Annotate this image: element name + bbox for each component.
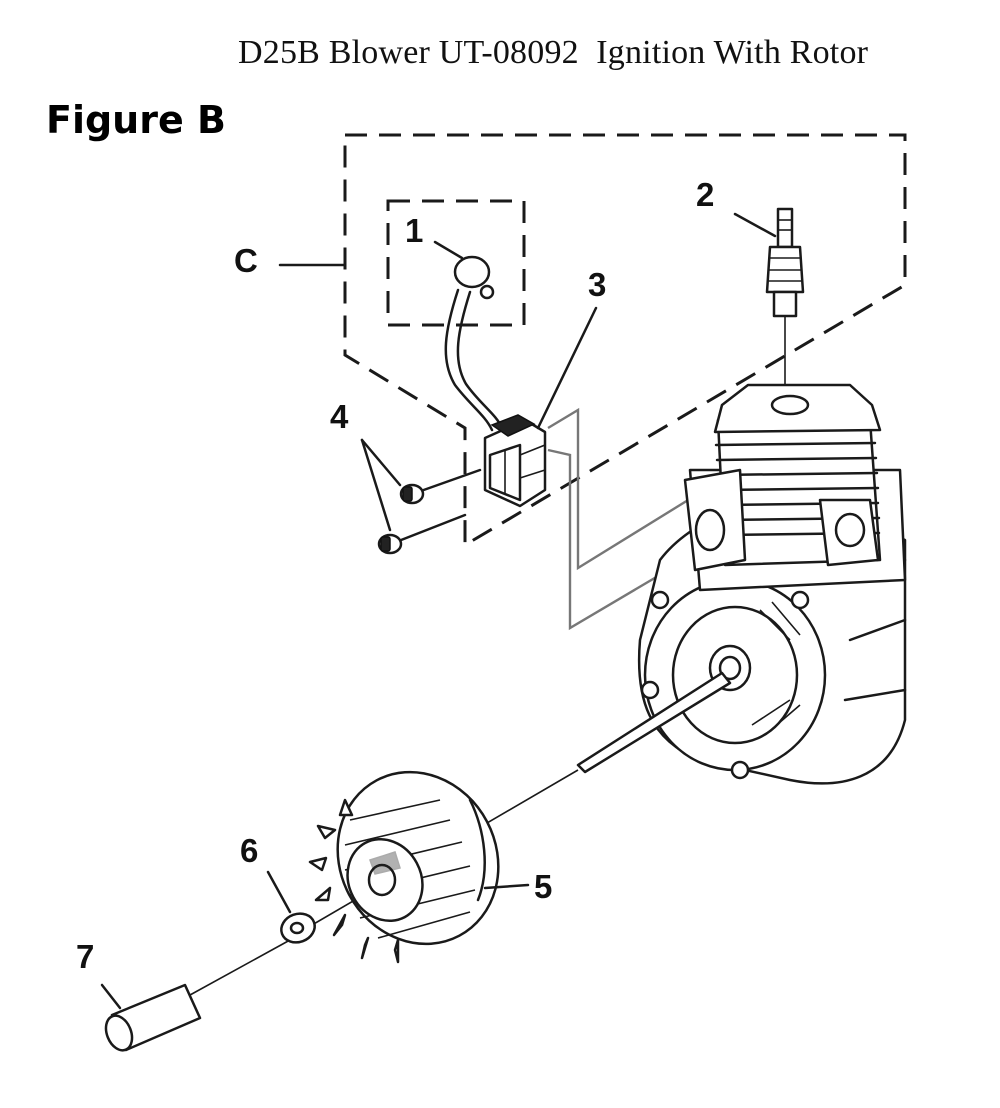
callout-7: 7: [76, 938, 95, 975]
spark-plug: [765, 207, 805, 395]
callout-5: 5: [534, 868, 553, 905]
crankshaft: [576, 671, 732, 774]
callout-c: C: [234, 242, 258, 279]
callout-6: 6: [240, 832, 259, 869]
engine-cylinder: [683, 383, 907, 592]
callout-3: 3: [588, 266, 607, 303]
page-title: D25B Blower UT-08092 Ignition With Rotor: [238, 34, 869, 71]
assembly-axis-line-lower: [189, 939, 291, 996]
callout-2: 2: [696, 176, 715, 213]
flywheel-rotor: [308, 770, 500, 964]
roller-pin: [104, 983, 202, 1052]
callout-1: 1: [405, 212, 424, 249]
callout-4: 4: [330, 398, 349, 435]
ignition-coil: [483, 414, 547, 508]
mounting-screws: [377, 468, 482, 555]
leader-lines: [100, 212, 777, 1010]
spark-plug-boot: [444, 255, 504, 432]
group-c-outline: [343, 133, 907, 548]
ignition-wire: [547, 407, 741, 571]
washer: [280, 912, 316, 944]
part-1-outline: [386, 199, 526, 327]
figure-label: Figure B: [46, 98, 226, 142]
